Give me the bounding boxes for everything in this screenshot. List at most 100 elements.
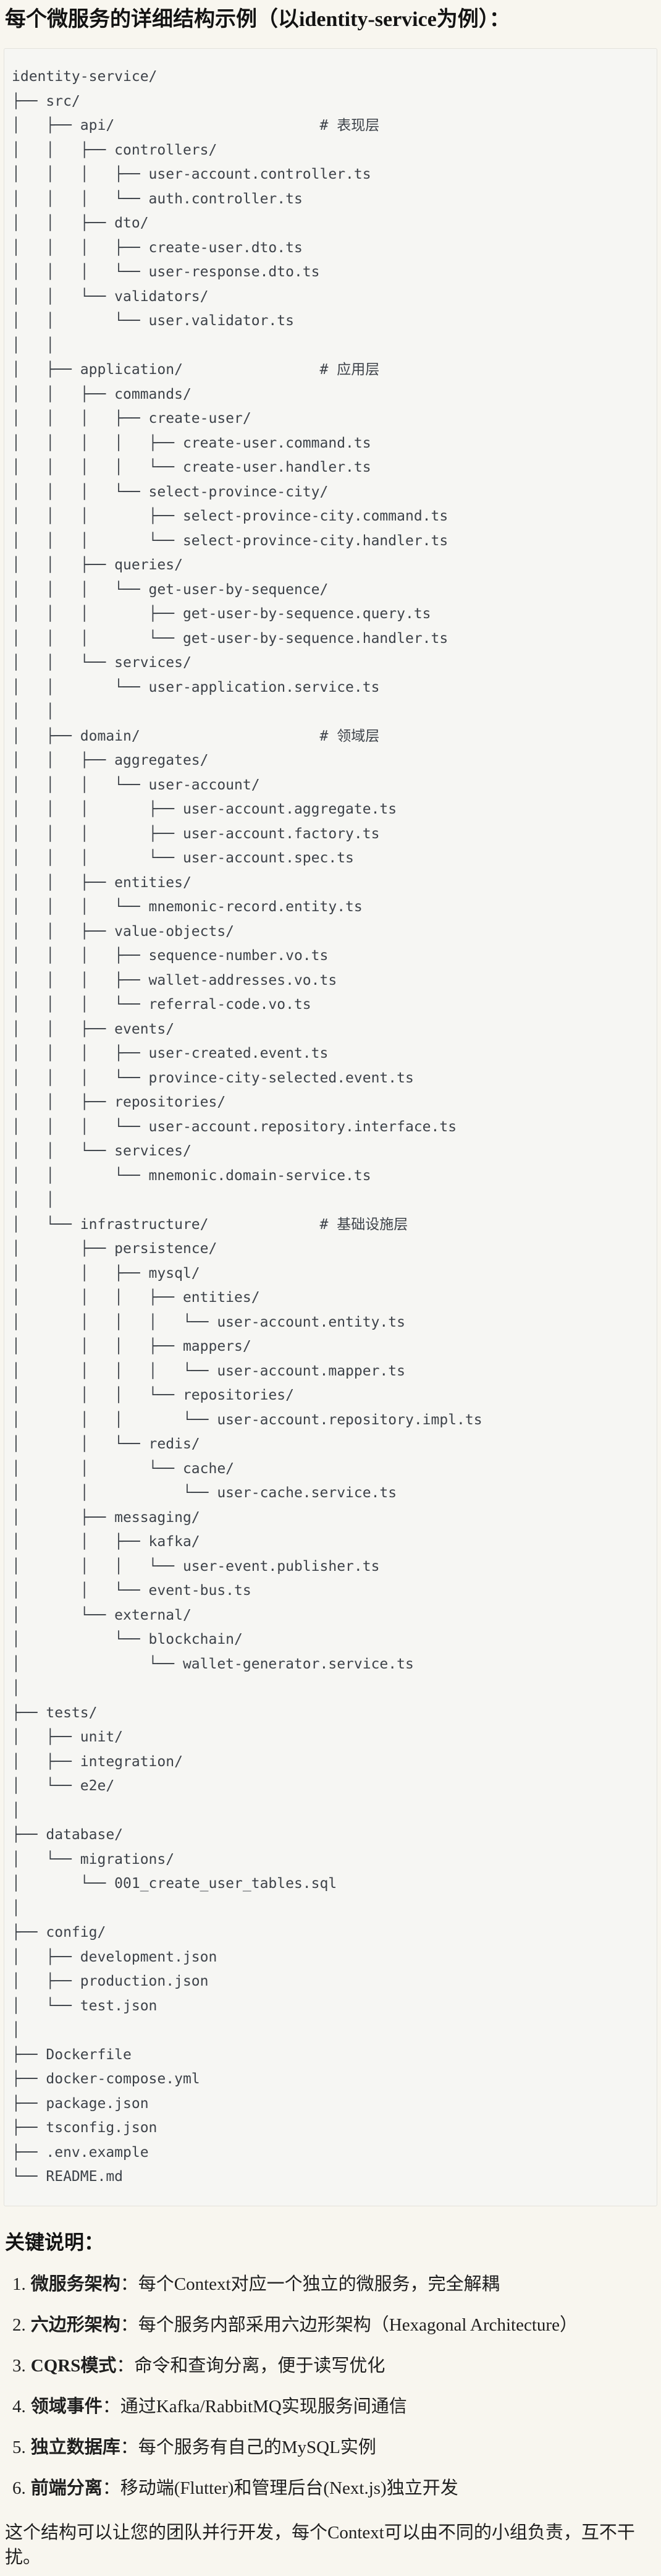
tree-line: │ ├── domain/ # 领域层: [12, 728, 380, 744]
note-item: 3.CQRS模式：命令和查询分离，便于读写优化: [12, 2353, 657, 2378]
notes-list: 1.微服务架构：每个Context对应一个独立的微服务，完全解耦 2.六边形架构…: [4, 2272, 657, 2501]
tree-line: │ │ │ ├── entities/: [12, 1290, 260, 1306]
tree-line: │ │ ├── events/: [12, 1021, 175, 1037]
tree-line: │ │: [12, 1192, 55, 1209]
note-text: ：每个Context对应一个独立的微服务，完全解耦: [120, 2274, 500, 2294]
tree-line: │ └── 001_create_user_tables.sql: [12, 1876, 337, 1892]
note-text: ：每个服务内部采用六边形架构（Hexagonal Architecture）: [120, 2315, 578, 2335]
tree-line: ├── config/: [12, 1924, 106, 1941]
tree-line: │ │ │ │ └── user-account.mapper.ts: [12, 1362, 405, 1379]
tree-line: │ └── infrastructure/ # 基础设施层: [12, 1216, 408, 1233]
tree-line: ├── database/: [12, 1827, 124, 1843]
tree-line: │ ├── unit/: [12, 1729, 124, 1746]
note-number: 1.: [12, 2274, 26, 2294]
note-number: 6.: [12, 2478, 26, 2498]
note-label: 独立数据库: [30, 2437, 120, 2457]
tree-line: │ │ │ └── user-account.spec.ts: [12, 850, 354, 867]
tree-line: │ └── e2e/: [12, 1778, 115, 1795]
tree-line: │ │ │ ├── wallet-addresses.vo.ts: [12, 972, 337, 988]
tree-line: │ │ └── user-cache.service.ts: [12, 1485, 397, 1502]
tree-line: │ │ └── mnemonic.domain-service.ts: [12, 1167, 371, 1184]
tree-line: │: [12, 1900, 20, 1916]
tree-line: │ │ │ └── user-event.publisher.ts: [12, 1558, 380, 1575]
tree-line: │: [12, 1680, 20, 1697]
tree-line: │ │ ├── dto/: [12, 215, 149, 232]
page-title: 每个微服务的详细结构示例（以identity-service为例）：: [5, 8, 510, 31]
tree-line: │ │ │ ├── sequence-number.vo.ts: [12, 948, 329, 964]
tree-line: │ │ │ └── mnemonic-record.entity.ts: [12, 899, 363, 916]
tree-line: │ │ ├── commands/: [12, 386, 192, 402]
tree-line: │ ├── application/ # 应用层: [12, 362, 380, 378]
tree-line: │ │ │ └── get-user-by-sequence.handler.t…: [12, 630, 448, 647]
tree-line: ├── .env.example: [12, 2144, 149, 2161]
tree-line: │ ├── development.json: [12, 1949, 217, 1965]
note-item: 4.领域事件：通过Kafka/RabbitMQ实现服务间通信: [12, 2394, 657, 2419]
tree-line: │ ├── persistence/: [12, 1241, 217, 1257]
tree-line: │ └── wallet-generator.service.ts: [12, 1656, 414, 1672]
tree-line: ├── docker-compose.yml: [12, 2071, 200, 2088]
tree-line: │ │ └── validators/: [12, 288, 209, 305]
directory-tree: identity-service/ ├── src/ │ ├── api/ # 表现…: [12, 65, 649, 2190]
tree-line: │ │ │ ├── create-user.dto.ts: [12, 239, 303, 256]
tree-line: │ │ └── event-bus.ts: [12, 1583, 251, 1599]
tree-line: │ │ │ ├── user-account.controller.ts: [12, 166, 371, 183]
note-label: 微服务架构: [30, 2274, 120, 2294]
note-item: 1.微服务架构：每个Context对应一个独立的微服务，完全解耦: [12, 2272, 657, 2297]
tree-line: │ │ │ └── user-account/: [12, 776, 260, 793]
tree-line: └── README.md: [12, 2169, 124, 2185]
tree-line: │ │ │ └── province-city-selected.event.t…: [12, 1069, 414, 1086]
tree-line: │ │ │ └── get-user-by-sequence/: [12, 581, 329, 598]
tree-line: │ └── test.json: [12, 1997, 158, 2014]
tree-line: │ │ │ ├── select-province-city.command.t…: [12, 508, 448, 525]
tree-line: │ │ ├── mysql/: [12, 1265, 200, 1282]
tree-line: │ └── migrations/: [12, 1851, 175, 1868]
tree-line: │ │ └── user-application.service.ts: [12, 679, 380, 695]
tree-line: │ │ │ └── user-account.repository.impl.t…: [12, 1411, 482, 1428]
note-number: 5.: [12, 2437, 26, 2457]
tree-line: │ │ │ └── select-province-city.handler.t…: [12, 532, 448, 549]
note-text: ：移动端(Flutter)和管理后台(Next.js)独立开发: [102, 2478, 458, 2498]
note-label: CQRS模式: [30, 2355, 117, 2376]
tree-line: │ │: [12, 704, 55, 720]
tree-line: ├── package.json: [12, 2095, 149, 2112]
tree-line: │ │ ├── queries/: [12, 557, 183, 574]
note-number: 2.: [12, 2315, 26, 2335]
tree-line: │ │ │ └── repositories/: [12, 1387, 294, 1404]
tree-line: │ │ │ └── user-account.repository.interf…: [12, 1118, 457, 1135]
tree-line: │: [12, 2022, 20, 2039]
note-text: ：命令和查询分离，便于读写优化: [116, 2355, 385, 2376]
tree-line: │ │ │ ├── user-account.aggregate.ts: [12, 801, 397, 818]
tree-line: │ │ ├── value-objects/: [12, 923, 235, 940]
tree-line: ├── src/: [12, 93, 80, 109]
tree-line: │ ├── api/ # 表现层: [12, 117, 380, 134]
note-number: 4.: [12, 2396, 26, 2417]
tree-line: │ │ └── services/: [12, 1143, 192, 1160]
note-item: 6.前端分离：移动端(Flutter)和管理后台(Next.js)独立开发: [12, 2476, 657, 2501]
code-block: identity-service/ ├── src/ │ ├── api/ # 表现…: [4, 48, 657, 2206]
tree-line: │ └── blockchain/: [12, 1631, 243, 1648]
tree-line: │ └── external/: [12, 1607, 192, 1623]
tree-line: │ │ │ └── select-province-city/: [12, 483, 329, 500]
note-label: 领域事件: [30, 2396, 103, 2417]
tree-line: │ │ ├── controllers/: [12, 142, 217, 158]
tree-line: │ │ └── cache/: [12, 1460, 235, 1477]
tree-line: identity-service/: [12, 69, 158, 85]
tree-line: │ │ │ └── auth.controller.ts: [12, 190, 303, 207]
tree-line: │ ├── production.json: [12, 1973, 209, 1990]
tree-line: │ │ ├── kafka/: [12, 1534, 200, 1550]
tree-line: │ │ └── services/: [12, 655, 192, 671]
tree-line: │ │ ├── repositories/: [12, 1094, 226, 1111]
note-text: ：通过Kafka/RabbitMQ实现服务间通信: [102, 2396, 407, 2417]
note-label: 前端分离: [30, 2478, 103, 2498]
tree-line: │ │ │ │ ├── create-user.command.ts: [12, 435, 371, 451]
tree-line: │ ├── messaging/: [12, 1509, 200, 1526]
note-number: 3.: [12, 2355, 26, 2376]
note-label: 六边形架构: [30, 2315, 120, 2335]
tree-line: │ │ │ ├── get-user-by-sequence.query.ts: [12, 606, 431, 623]
tree-line: │ │ │ ├── user-created.event.ts: [12, 1045, 329, 1062]
tree-line: ├── Dockerfile: [12, 2046, 132, 2063]
note-item: 5.独立数据库：每个服务有自己的MySQL实例: [12, 2435, 657, 2460]
tree-line: │ │ │ ├── mappers/: [12, 1338, 251, 1355]
notes-section: 关键说明： 1.微服务架构：每个Context对应一个独立的微服务，完全解耦 2…: [4, 2230, 657, 2570]
